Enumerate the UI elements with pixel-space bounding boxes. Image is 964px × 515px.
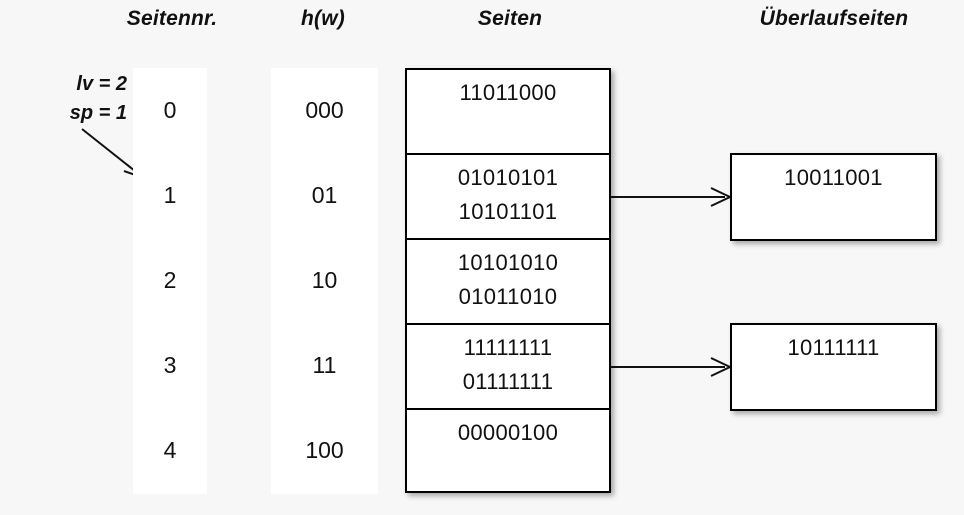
page-entry: 00000100 bbox=[457, 420, 559, 445]
hw-cell: 11 bbox=[312, 352, 337, 378]
seitennr-cell: 4 bbox=[163, 437, 177, 463]
column-header-hw: h(w) bbox=[301, 7, 345, 30]
parameter-sp: sp = 1 bbox=[69, 102, 127, 124]
page-row: 10101010 01011010 bbox=[407, 240, 609, 325]
page-entry: 01011010 bbox=[458, 284, 558, 309]
seitennr-cell: 3 bbox=[163, 352, 177, 378]
page-entry: 10101010 bbox=[457, 250, 559, 275]
page-row: 00000100 bbox=[407, 410, 609, 495]
page-entry: 11111111 bbox=[463, 335, 553, 360]
parameter-annotation: lv = 2 sp = 1 bbox=[12, 70, 127, 128]
column-header-seitennr: Seitennr. bbox=[126, 7, 218, 30]
page-row: 01010101 10101101 bbox=[407, 155, 609, 240]
page-row: 11111111 01111111 bbox=[407, 325, 609, 410]
column-header-ueberlaufseiten: Überlaufseiten bbox=[759, 7, 909, 30]
page-entry: 01111111 bbox=[462, 369, 554, 394]
column-seitennr: 0 1 2 3 4 bbox=[133, 68, 207, 494]
page-entry: 11011000 bbox=[459, 80, 557, 105]
overflow-page-entry: 10111111 bbox=[787, 335, 880, 360]
hw-cell: 01 bbox=[311, 182, 338, 208]
column-hw: 000 01 10 11 100 bbox=[271, 68, 378, 494]
seitennr-cell: 2 bbox=[163, 267, 177, 293]
overflow-page-entry: 10011001 bbox=[784, 165, 883, 190]
seitennr-cell: 0 bbox=[163, 97, 177, 123]
overflow-page-box: 10011001 bbox=[730, 153, 937, 241]
page-entry: 01010101 bbox=[457, 165, 559, 190]
seitennr-cell: 1 bbox=[163, 182, 177, 208]
hw-cell: 100 bbox=[305, 437, 344, 463]
column-header-seiten: Seiten bbox=[477, 7, 543, 30]
hw-cell: 10 bbox=[311, 267, 338, 293]
overflow-connector-arrow-icon bbox=[611, 187, 733, 207]
parameter-lv: lv = 2 bbox=[76, 73, 127, 95]
pages-box: 11011000 01010101 10101101 10101010 0101… bbox=[405, 68, 611, 493]
overflow-connector-arrow-icon bbox=[611, 357, 733, 377]
hw-cell: 000 bbox=[305, 97, 344, 123]
page-entry: 10101101 bbox=[458, 199, 558, 224]
page-row: 11011000 bbox=[407, 70, 609, 155]
overflow-page-box: 10111111 bbox=[730, 323, 937, 411]
